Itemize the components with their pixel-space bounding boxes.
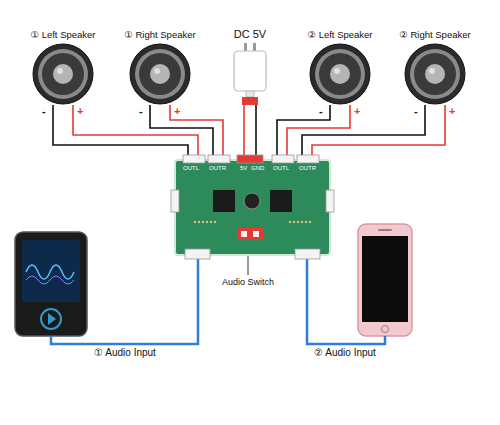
polarity-sign: - bbox=[319, 106, 323, 117]
pin-label: OUTL bbox=[183, 165, 199, 172]
leader-line bbox=[248, 256, 249, 275]
speaker-wire bbox=[255, 105, 257, 160]
speaker: ① Right Speaker bbox=[120, 28, 200, 105]
speaker-wire bbox=[287, 105, 350, 160]
input-label: ② Audio Input bbox=[314, 348, 376, 358]
mp3-player bbox=[15, 232, 87, 336]
polarity-sign: - bbox=[42, 106, 46, 117]
speaker-label: ② Right Speaker bbox=[395, 28, 475, 41]
pin-label: OUTL bbox=[273, 165, 289, 172]
speaker-wire bbox=[170, 105, 223, 160]
smartphone bbox=[358, 224, 412, 336]
speaker-label: ② Left Speaker bbox=[300, 28, 380, 41]
speaker-wire bbox=[150, 105, 213, 160]
polarity-sign: - bbox=[139, 106, 143, 117]
amplifier-board: OUTL OUTR 5V GND OUTL OUTR bbox=[175, 160, 330, 255]
speaker: ② Left Speaker bbox=[300, 28, 380, 105]
speaker-drawing bbox=[23, 41, 103, 105]
audio-cable bbox=[51, 256, 198, 344]
speaker-label: ① Right Speaker bbox=[120, 28, 200, 41]
speaker-drawing bbox=[120, 41, 200, 105]
speaker: ① Left Speaker bbox=[23, 28, 103, 105]
audio-cable bbox=[307, 256, 385, 344]
speaker-drawing bbox=[300, 41, 380, 105]
polarity-sign: + bbox=[77, 106, 83, 117]
polarity-sign: + bbox=[174, 106, 180, 117]
speaker-wire bbox=[73, 105, 198, 160]
pin-label: GND bbox=[251, 165, 264, 172]
speaker-label: ① Left Speaker bbox=[23, 28, 103, 41]
speaker: ② Right Speaker bbox=[395, 28, 475, 105]
power-adapter: DC 5V bbox=[226, 28, 274, 105]
pin-label: OUTR bbox=[209, 165, 226, 172]
pin-label: OUTR bbox=[299, 165, 316, 172]
switch-label: Audio Switch bbox=[222, 278, 274, 287]
speaker-wire bbox=[312, 105, 445, 160]
speaker-wire bbox=[243, 105, 245, 160]
speaker-drawing bbox=[395, 41, 475, 105]
input-label: ① Audio Input bbox=[94, 348, 156, 358]
polarity-sign: + bbox=[354, 106, 360, 117]
speaker-wire bbox=[277, 105, 330, 160]
pin-label: 5V bbox=[240, 165, 247, 172]
polarity-sign: + bbox=[449, 106, 455, 117]
polarity-sign: - bbox=[414, 106, 418, 117]
board-drawing bbox=[175, 160, 330, 255]
adapter-drawing bbox=[226, 41, 274, 105]
speaker-wire bbox=[302, 105, 425, 160]
power-label: DC 5V bbox=[226, 28, 274, 41]
